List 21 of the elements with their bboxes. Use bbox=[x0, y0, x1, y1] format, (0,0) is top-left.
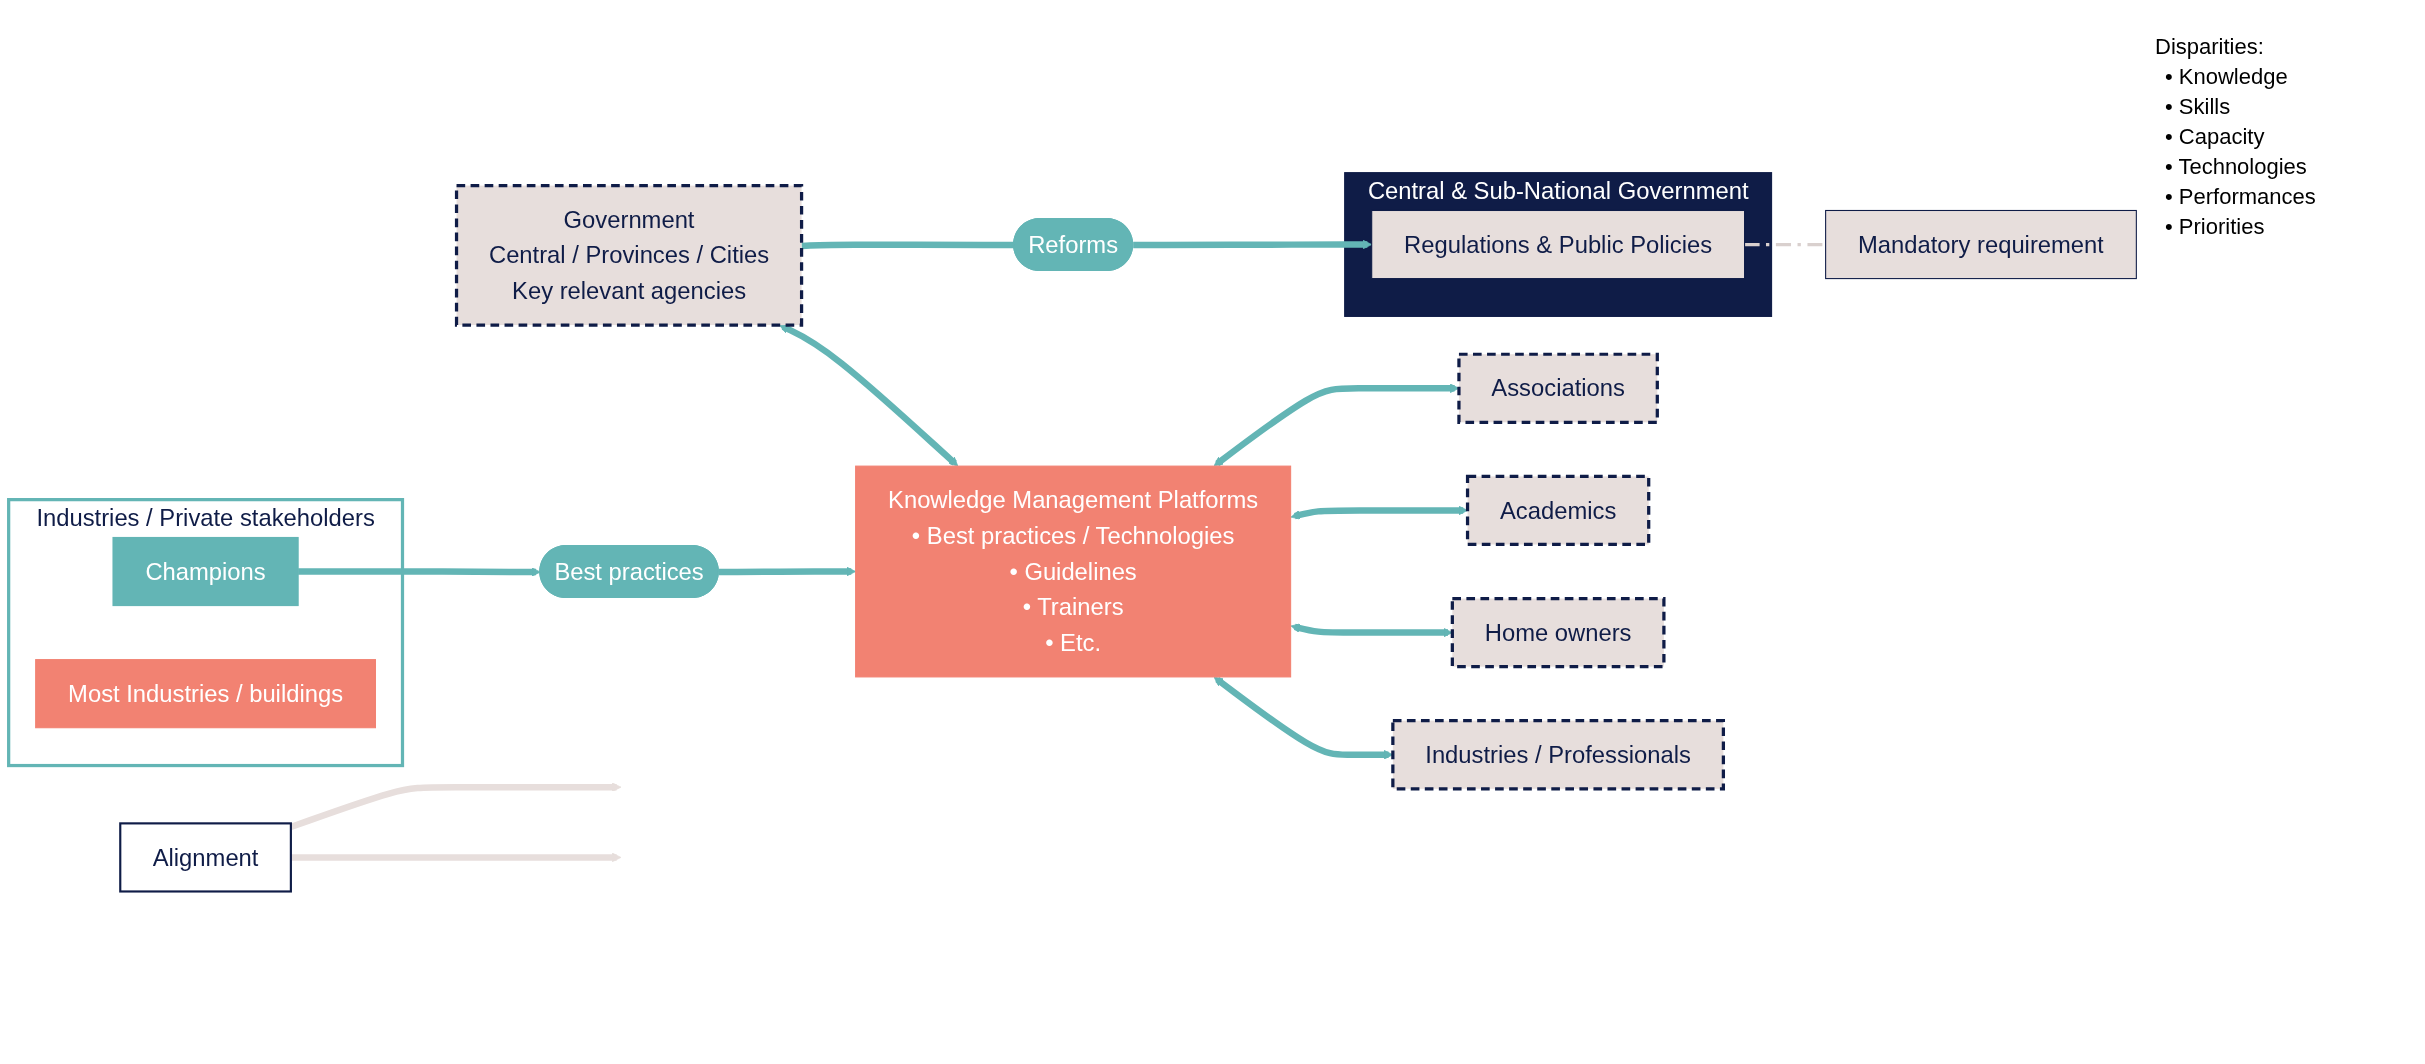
node-box: Champions bbox=[112, 536, 299, 607]
list-item: • Knowledge bbox=[2165, 64, 2289, 90]
node-box: Regulations & Public Policies bbox=[1371, 209, 1746, 280]
node-box: Associations bbox=[1457, 352, 1659, 424]
list-item: • Performances bbox=[2165, 184, 2317, 210]
node-box: Most Industries / buildings bbox=[35, 659, 376, 729]
connector bbox=[801, 241, 1015, 250]
node-box: Academics bbox=[1465, 474, 1651, 547]
list-item: • Skills bbox=[2165, 94, 2232, 120]
node-box: Industries / Professionals bbox=[1391, 719, 1725, 791]
arrow bbox=[779, 323, 959, 467]
list-item: • Technologies bbox=[2165, 154, 2308, 180]
node-box: Knowledge Management Platforms • Best practices / Technologies • Guidelines • Trainers • Etc. bbox=[855, 465, 1292, 678]
list-item: • Capacity bbox=[2165, 124, 2266, 150]
node-box: Government Central / Provinces / Cities Key relevant agencies bbox=[454, 183, 804, 327]
node-box: Alignment bbox=[119, 822, 292, 893]
list-heading: Disparities: bbox=[2155, 34, 2265, 60]
arrow bbox=[290, 852, 622, 863]
list-item: • Priorities bbox=[2165, 214, 2266, 240]
node-box: Mandatory requirement bbox=[1825, 209, 2137, 280]
node-box: Home owners bbox=[1450, 596, 1666, 669]
